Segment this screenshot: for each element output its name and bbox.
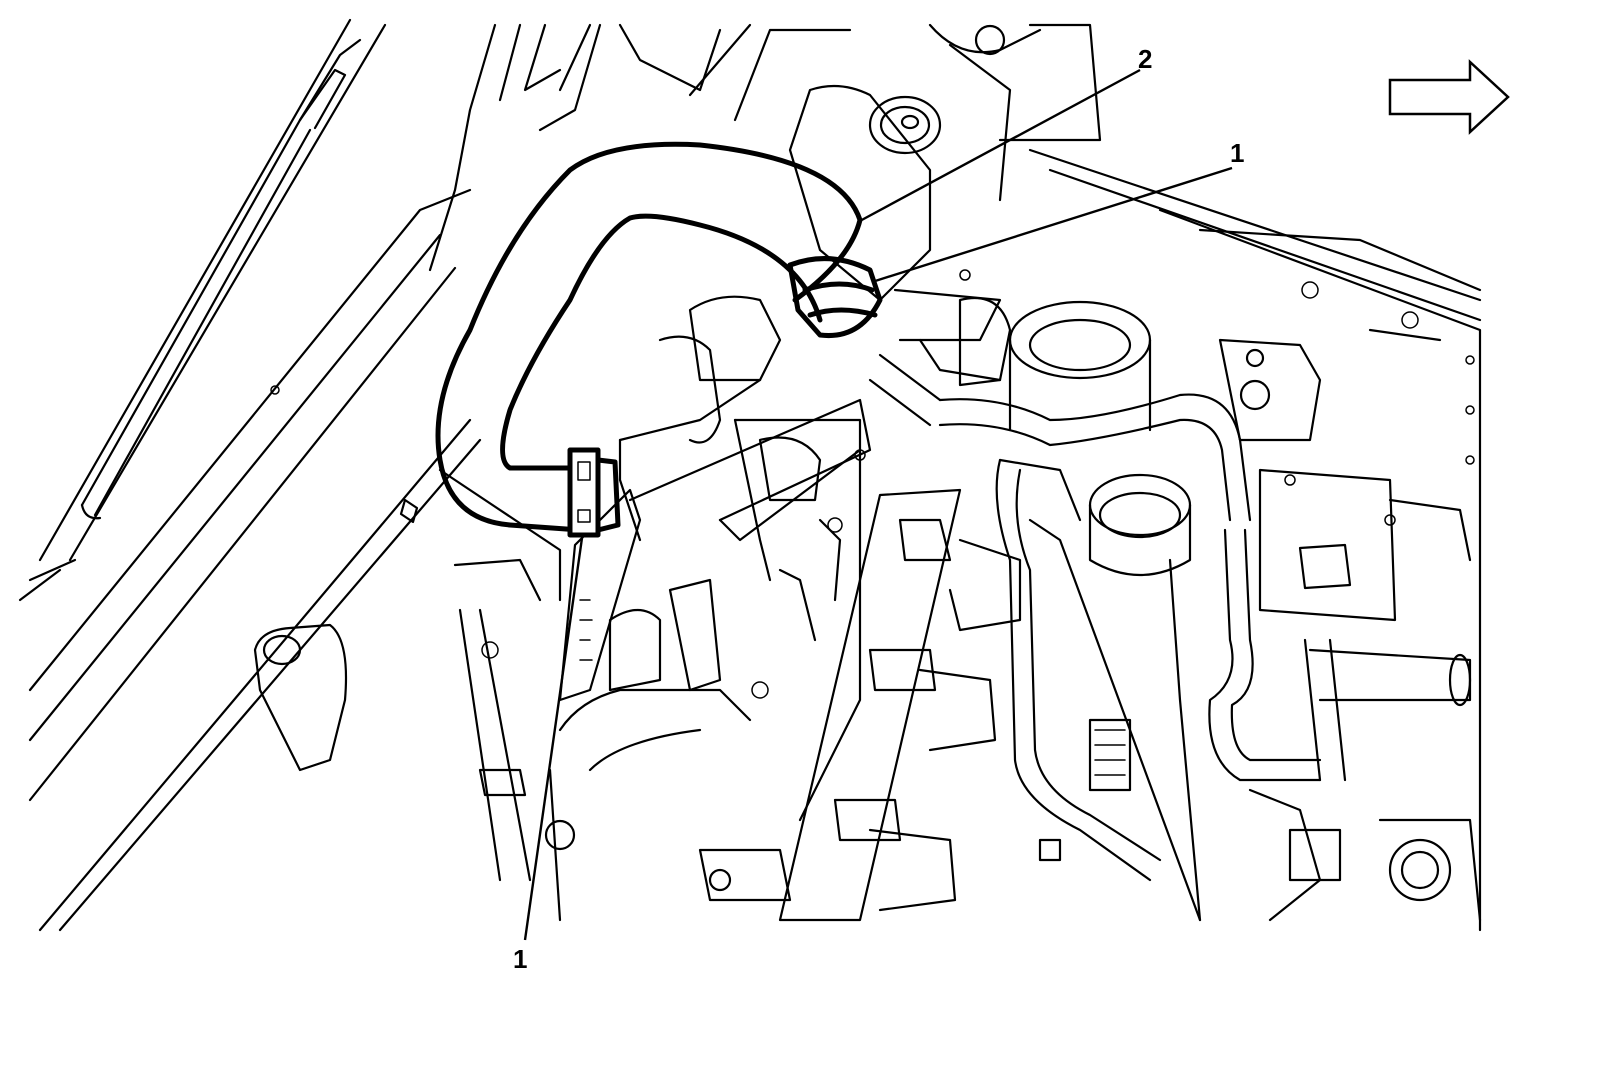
callout-1-bottom: 1 bbox=[513, 944, 527, 974]
radiator-inlet-hose bbox=[435, 141, 863, 533]
callout-2: 2 bbox=[1138, 44, 1152, 74]
callout-leader-lines bbox=[523, 68, 1233, 941]
direction-arrow-icon bbox=[1388, 59, 1510, 135]
hose-clamp-radiator-end bbox=[567, 447, 621, 538]
engine-bay-background bbox=[18, 18, 1482, 932]
callout-1-top: 1 bbox=[1230, 138, 1244, 168]
hose-clamp-engine-end bbox=[787, 256, 883, 339]
